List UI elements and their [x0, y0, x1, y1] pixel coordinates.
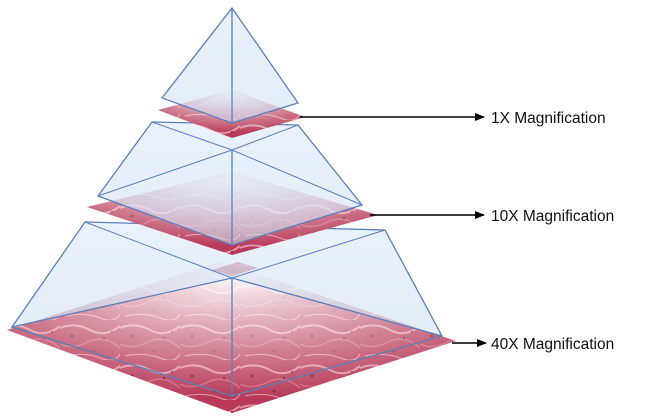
glass-frustum-40x [10, 221, 444, 338]
label-row-1x: 1X Magnification [300, 110, 606, 127]
label-1x: 1X Magnification [491, 110, 606, 127]
level-1x [158, 6, 305, 138]
label-row-10x: 10X Magnification [370, 208, 614, 225]
label-40x: 40X Magnification [491, 336, 614, 353]
label-row-40x: 40X Magnification [452, 336, 614, 353]
level-40x [7, 221, 456, 413]
glass-pyramid-top [160, 6, 300, 124]
label-10x: 10X Magnification [491, 208, 614, 225]
